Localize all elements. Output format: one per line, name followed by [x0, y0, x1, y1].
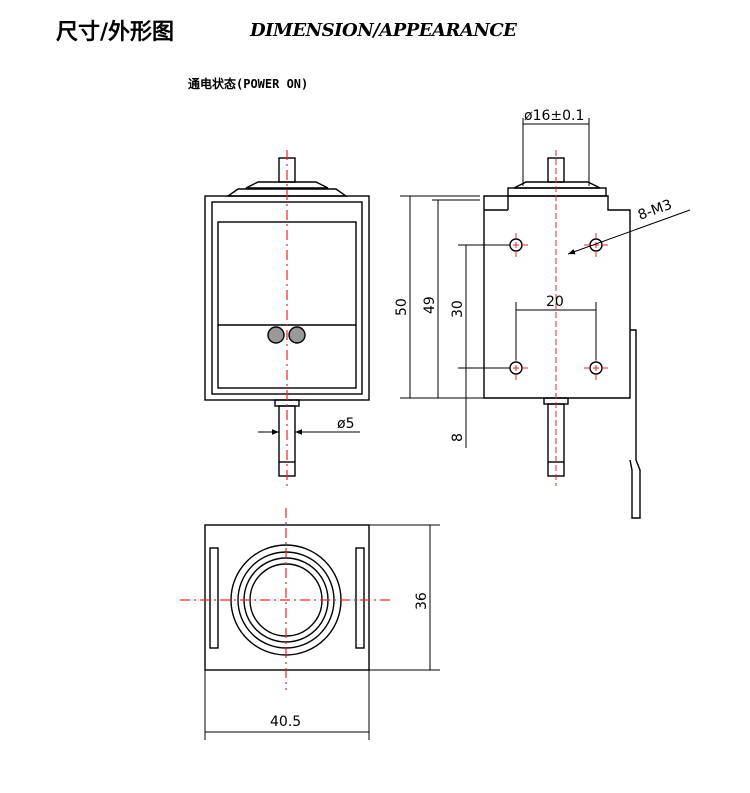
- dim-width-label: 40.5: [270, 714, 301, 730]
- dim-mounting-holes: [567, 209, 691, 255]
- dim-hole-spacing-vertical: [458, 244, 510, 369]
- bottom-slot-right: [355, 547, 365, 649]
- dim-hole-spacing-horizontal: [515, 302, 597, 360]
- side-flange-lower: [507, 187, 607, 197]
- side-lead-wire: [629, 329, 641, 519]
- power-state-label: 通电状态(POWER ON): [188, 77, 309, 91]
- dim-plunger-diameter-label: ø5: [337, 416, 354, 432]
- bottom-slot-left: [209, 547, 219, 649]
- side-flange: [513, 181, 601, 189]
- dim-bottom-offset: [458, 368, 484, 448]
- dim-flange-diameter: [522, 118, 590, 186]
- dim-bottom-offset-label: 8: [450, 433, 466, 442]
- dim-depth-label: 36: [414, 592, 430, 610]
- side-view: [483, 157, 641, 519]
- dim-body-height: [432, 199, 480, 398]
- title-chinese: 尺寸/外形图: [56, 20, 175, 45]
- dim-mounting-holes-label: 8-M3: [636, 197, 674, 224]
- dim-hole-spacing-vertical-label: 30: [450, 300, 466, 318]
- terminal-screw-right: [288, 326, 306, 344]
- front-coil-window: [217, 221, 357, 389]
- dim-body-height-label: 49: [422, 296, 438, 314]
- dim-width: [204, 670, 370, 740]
- bottom-view: [204, 524, 370, 671]
- bottom-centerlines: [180, 508, 394, 690]
- side-centerlines: [504, 150, 608, 486]
- bottom-frame: [204, 524, 370, 671]
- dim-hole-spacing-horizontal-label: 20: [546, 294, 564, 310]
- front-flange: [245, 181, 329, 189]
- dim-flange-diameter-label: ø16±0.1: [524, 108, 584, 124]
- dim-depth: [369, 524, 440, 671]
- terminal-screw-left: [267, 326, 285, 344]
- dim-total-height-label: 50: [394, 298, 410, 316]
- title-english: DIMENSION/APPEARANCE: [250, 20, 517, 41]
